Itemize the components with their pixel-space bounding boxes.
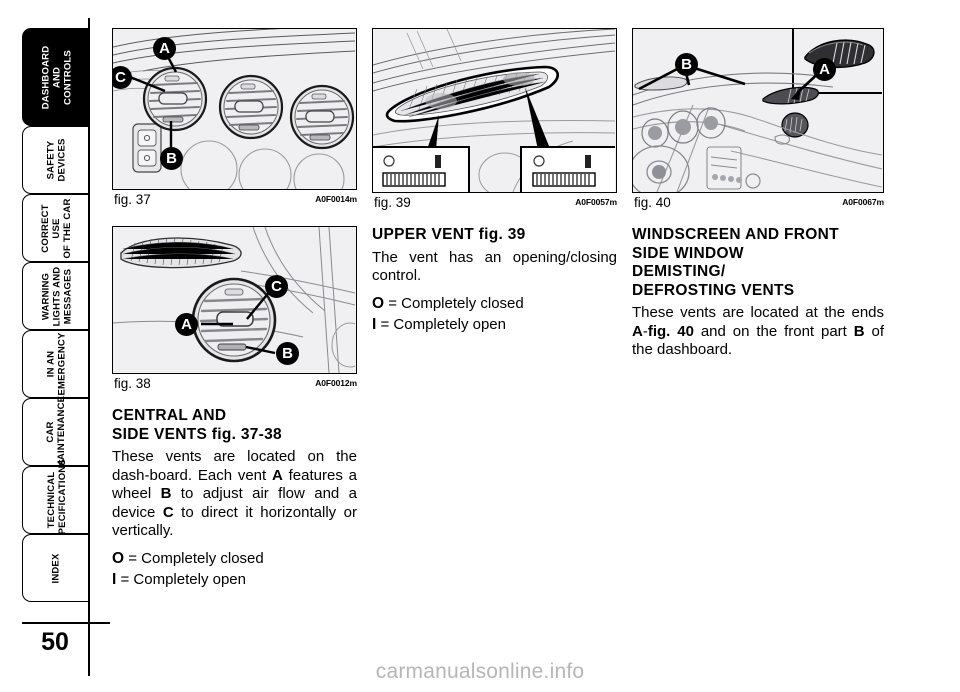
legend-symbol: O [372,294,385,312]
article-heading-line-1: CENTRAL AND [112,407,227,424]
article-heading-line-3: DEMISTING/ [632,263,726,280]
article-heading-line-1: UPPER VENT fig. 39 [372,226,526,243]
column-left: A C B fig. 37 A0F0014m [112,28,357,590]
article-heading-line-4: DEFROSTING VENTS [632,281,795,299]
figure-38-caption: fig. 38 [114,376,151,391]
sidebar-item-label: IN AN EMERGENCY [45,332,68,396]
figure-39-caption: fig. 39 [374,195,411,210]
sidebar-item-label: SAFETY DEVICES [45,138,68,182]
figure-38: C A B [112,226,357,374]
figure-37-callout-c: C [113,66,132,89]
figure-39-caption-row: fig. 39 A0F0057m [372,195,617,215]
figure-39-code: A0F0057m [575,197,617,207]
figure-40-code: A0F0067m [842,197,884,207]
column-middle: fig. 39 A0F0057m UPPER VENT fig. 39 The … [372,28,617,335]
figure-38-artwork [113,227,355,373]
figure-37-artwork [113,29,355,189]
article-windscreen-vents: WINDSCREEN AND FRONT SIDE WINDOW DEMISTI… [632,226,884,360]
figure-39 [372,28,617,193]
legend-text: = Completely closed [388,294,524,312]
sidebar-item-label: CAR MAINTENANCE [45,395,68,469]
figure-37-callout-a: A [153,37,176,60]
page-number: 50 [41,628,69,656]
article-heading: UPPER VENT fig. 39 [372,226,617,245]
legend-symbol: O [112,549,125,567]
figure-37-caption: fig. 37 [114,192,151,207]
legend-item-closed: O = Completely closed [372,293,617,314]
figure-38-callout-c: C [265,275,288,298]
article-heading-line-2: SIDE VENTS fig. 37-38 [112,425,282,443]
legend-symbol: I [372,315,377,333]
figure-40-callout-a: A [813,58,836,81]
sidebar-item-label: WARNING LIGHTS AND MESSAGES [39,266,73,326]
figure-37: A C B [112,28,357,190]
article-heading: WINDSCREEN AND FRONT SIDE WINDOW DEMISTI… [632,226,884,300]
article-heading-line-2: SIDE WINDOW [632,244,744,262]
page-number-rule [22,622,110,624]
sidebar-item-label: INDEX [50,552,62,584]
figure-38-caption-row: fig. 38 A0F0012m [112,376,357,396]
legend-text: = Completely closed [128,549,264,567]
figure-39-artwork [373,29,615,192]
article-body: The vent has an opening/closing control. [372,248,617,285]
sidebar-item-technical-specifications[interactable]: TECHNICAL SPECIFICATIONS [22,459,90,541]
sidebar-item-dashboard-and-controls[interactable]: DASHBOARD AND CONTROLS [22,28,90,126]
legend-symbol: I [112,570,117,588]
page-spine-line [88,18,90,676]
sidebar-item-car-maintenance[interactable]: CAR MAINTENANCE [22,395,90,469]
figure-40-caption: fig. 40 [634,195,671,210]
sidebar-item-in-an-emergency[interactable]: IN AN EMERGENCY [22,330,90,398]
sidebar-tabs: DASHBOARD AND CONTROLS SAFETY DEVICES CO… [22,0,110,692]
legend-text: = Completely open [380,315,506,333]
watermark: carmanualsonline.info [375,660,585,683]
figure-40-artwork [633,29,882,192]
figure-40: B A [632,28,884,193]
legend-item-open: I = Completely open [372,314,617,335]
sidebar-item-correct-use-of-the-car[interactable]: CORRECT USE OF THE CAR [22,194,90,262]
sidebar-item-label: CORRECT USE OF THE CAR [40,197,73,259]
figure-38-code: A0F0012m [315,378,357,388]
figure-37-callout-b: B [160,147,183,170]
sidebar-item-safety-devices[interactable]: SAFETY DEVICES [22,126,90,194]
article-heading-line-1: WINDSCREEN AND FRONT [632,226,839,243]
legend-item-closed: O = Completely closed [112,548,357,569]
legend-text: = Completely open [120,570,246,588]
figure-40-callout-b: B [675,53,698,76]
figure-40-caption-row: fig. 40 A0F0067m [632,195,884,215]
article-heading: CENTRAL AND SIDE VENTS fig. 37-38 [112,407,357,444]
article-upper-vent: UPPER VENT fig. 39 The vent has an openi… [372,226,617,335]
figure-38-callout-b: B [276,342,299,365]
article-central-side-vents: CENTRAL AND SIDE VENTS fig. 37-38 These … [112,407,357,590]
sidebar-item-label: DASHBOARD AND CONTROLS [40,45,73,109]
sidebar-item-index[interactable]: INDEX [22,534,90,602]
column-right: B A fig. 40 A0F0067m WINDSCREEN AND FRON… [632,28,884,360]
sidebar-item-warning-lights-and-messages[interactable]: WARNING LIGHTS AND MESSAGES [22,262,90,330]
figure-37-caption-row: fig. 37 A0F0014m [112,192,357,212]
sidebar-item-label: TECHNICAL SPECIFICATIONS [45,459,68,541]
legend-item-open: I = Completely open [112,569,357,590]
article-body: These vents are located at the ends A-fi… [632,304,884,358]
figure-38-callout-a: A [175,313,198,336]
article-body: These vents are located on the dash-boar… [112,448,357,539]
figure-37-code: A0F0014m [315,194,357,204]
